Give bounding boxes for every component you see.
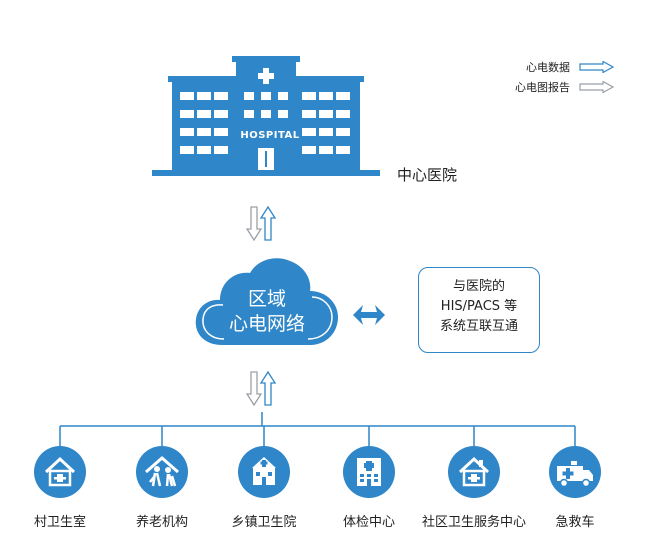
- facility-label-health-check-center: 体检中心: [342, 515, 395, 530]
- interop-line2: HIS/PACS 等: [440, 299, 518, 314]
- facility-label-township-hospital: 乡镇卫生院: [231, 515, 297, 530]
- community-health-center-icon: [448, 446, 500, 498]
- facility-label-village-clinic: 村卫生室: [33, 515, 86, 530]
- legend-ecg-data: 心电数据: [526, 61, 570, 74]
- township-hospital-icon: [238, 446, 290, 498]
- village-clinic-icon: [34, 446, 86, 498]
- hospital-building-icon: [152, 56, 380, 176]
- facility-label-community-health-center: 社区卫生服务中心: [421, 515, 526, 530]
- facility-label-elderly-care: 养老机构: [135, 515, 188, 530]
- interop-line1: 与医院的: [452, 279, 505, 294]
- interop-box: 与医院的 HIS/PACS 等 系统互联互通: [418, 267, 540, 353]
- legend-ecg-report: 心电图报告: [515, 81, 570, 94]
- hospital-sign: HOSPITAL: [240, 130, 300, 141]
- ambulance-icon: [549, 446, 601, 498]
- network-title-line1: 区域: [247, 288, 286, 310]
- interop-line3: 系统互联互通: [439, 319, 518, 334]
- health-check-center-icon: [343, 446, 395, 498]
- facility-label-ambulance: 急救车: [555, 515, 595, 530]
- legend-blue-arrow-icon: [579, 61, 615, 73]
- cloud-network-icon: [195, 258, 338, 345]
- hospital-label: 中心医院: [397, 166, 458, 184]
- legend-gray-arrow-icon: [579, 81, 615, 93]
- bidirectional-arrow-icon: [246, 370, 277, 407]
- bidirectional-arrow-icon: [246, 205, 277, 242]
- network-title-line2: 心电网络: [228, 313, 305, 335]
- elderly-care-icon: [136, 446, 188, 498]
- double-arrow-icon: [353, 305, 385, 325]
